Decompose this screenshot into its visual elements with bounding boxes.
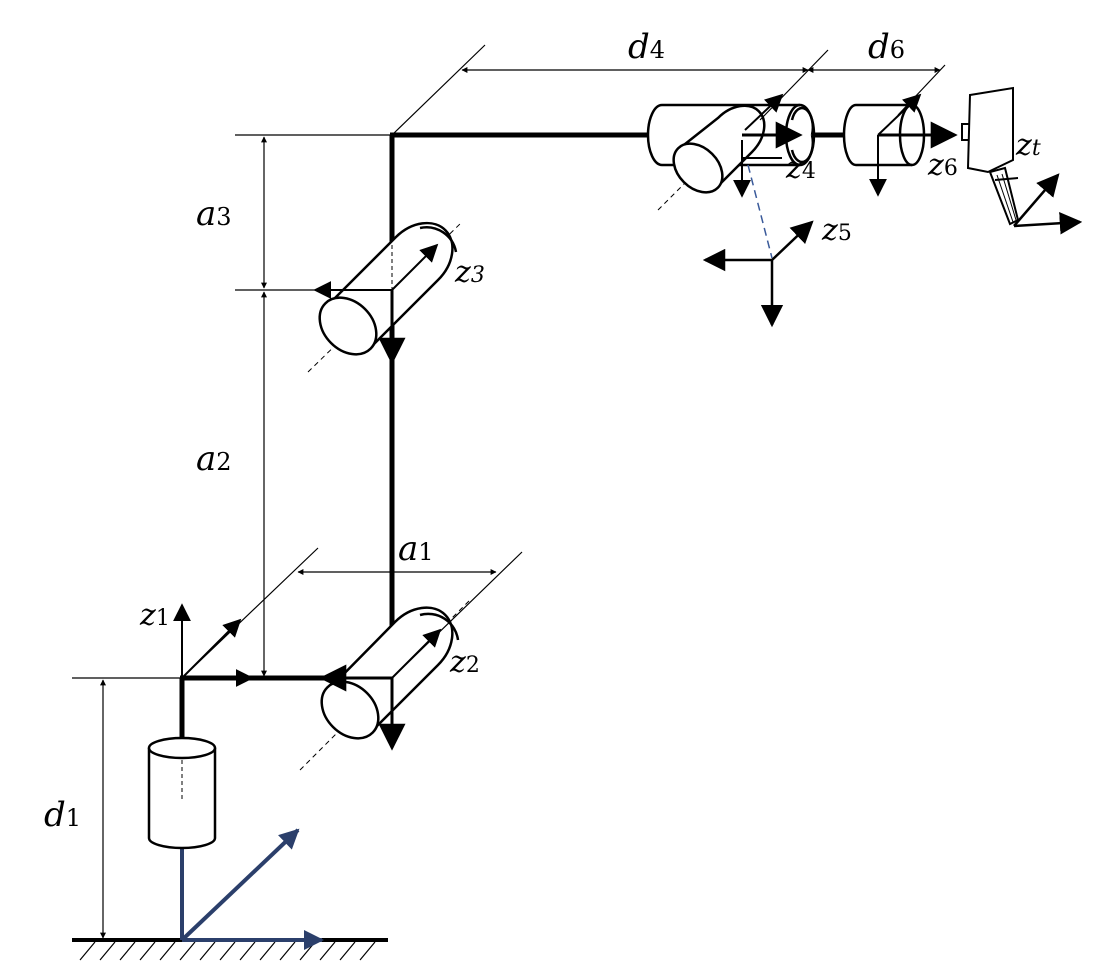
label-a2: a2: [196, 439, 232, 479]
joint2-cylinder: [299, 599, 471, 771]
joint6-cylinder: [842, 93, 958, 197]
label-d4: d4: [628, 27, 665, 67]
label-d6: d6: [868, 27, 905, 67]
label-z3: z3: [454, 255, 485, 290]
label-a3: a3: [196, 194, 232, 234]
label-d1: d1: [44, 795, 81, 835]
ground: [72, 938, 388, 961]
label-z4: z4: [785, 151, 816, 186]
label-z1: z1: [139, 598, 170, 633]
label-zt: zt: [1015, 128, 1041, 163]
joint3-cylinder: [307, 221, 463, 373]
robot-links: [179, 132, 845, 738]
dimension-lines: [72, 44, 946, 939]
base-cylinder: [147, 736, 217, 850]
label-z6: z6: [927, 148, 958, 183]
label-z2: z2: [449, 645, 480, 680]
end-effector-tool: [961, 86, 1083, 235]
z5-frame: [702, 220, 814, 328]
z1-axis: [173, 603, 254, 687]
label-a1: a1: [398, 529, 434, 569]
label-z5: z5: [821, 213, 852, 248]
joint5-cylinder: [657, 93, 803, 259]
diagram-labels: d4 d6 a3 a2 a1 d1 z1 z2 z3 z4 z5 z6 zt: [44, 27, 1041, 835]
